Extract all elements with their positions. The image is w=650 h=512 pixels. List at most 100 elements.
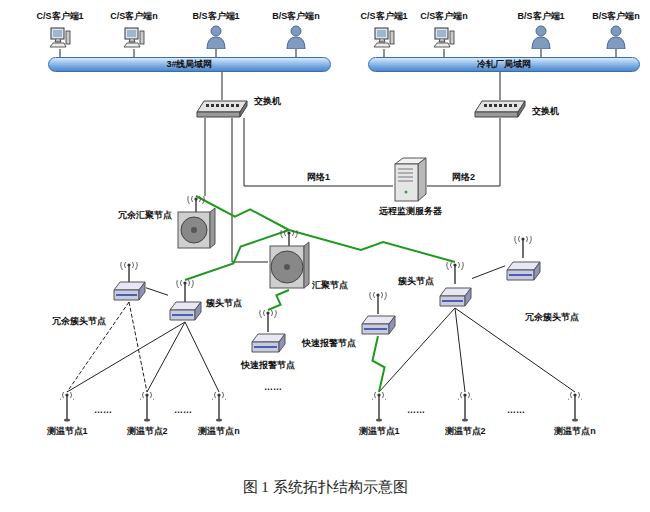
icon-art bbox=[606, 25, 626, 49]
node-label: 测温节点2 bbox=[445, 426, 486, 437]
node-label: B/S客户端1 bbox=[193, 11, 240, 22]
icon-art bbox=[433, 27, 455, 49]
node-label: 测温节点2 bbox=[127, 426, 168, 437]
ellipsis-label: …… bbox=[262, 382, 284, 393]
icon-art bbox=[49, 27, 71, 49]
icon-art bbox=[474, 100, 526, 118]
edge-label: 网络1 bbox=[305, 172, 332, 183]
network-switch: 交换机 bbox=[196, 100, 248, 118]
wired-link bbox=[244, 118, 393, 186]
cs-client-icon: C/S客户端1 bbox=[373, 27, 395, 49]
wireless-node: 快速报警节点 bbox=[250, 310, 286, 354]
network-switch: 交换机 bbox=[474, 100, 526, 118]
icon-art bbox=[176, 196, 216, 250]
wired-link bbox=[147, 322, 185, 392]
temperature-node: 测温节点1 bbox=[60, 392, 74, 422]
wired-link bbox=[60, 49, 61, 57]
node-label: 汇聚节点 bbox=[312, 280, 348, 291]
node-label: 冗余簇头节点 bbox=[525, 312, 579, 323]
edge-label: 网络2 bbox=[450, 172, 477, 183]
icon-art bbox=[505, 236, 541, 282]
icon-art bbox=[438, 262, 472, 308]
icon-art bbox=[372, 392, 386, 422]
wireless-node: 簇头节点 bbox=[168, 280, 202, 322]
node-label: 测温节点n bbox=[198, 426, 240, 437]
bs-client-icon: B/S客户端1 bbox=[531, 25, 551, 49]
wireless-node: 快速报警节点 bbox=[360, 292, 396, 336]
wireless-link bbox=[289, 230, 455, 262]
icon-art bbox=[286, 25, 306, 49]
node-label: B/S客户端n bbox=[272, 11, 320, 22]
wired-link bbox=[455, 308, 465, 392]
node-label: 交换机 bbox=[254, 96, 281, 107]
temperature-node: 测温节点1 bbox=[372, 392, 386, 422]
cs-client-icon: C/S客户端1 bbox=[49, 27, 71, 49]
node-label: 冷轧厂局域网 bbox=[369, 58, 639, 71]
temperature-node: 测温节点n bbox=[212, 392, 226, 422]
bs-client-icon: B/S客户端n bbox=[606, 25, 626, 49]
icon-art bbox=[60, 392, 74, 422]
node-label: C/S客户端1 bbox=[37, 11, 84, 22]
bs-client-icon: B/S客户端1 bbox=[206, 25, 226, 49]
icon-art bbox=[360, 292, 396, 336]
wired-link bbox=[384, 49, 385, 57]
ellipsis-label: …… bbox=[172, 405, 194, 416]
icon-art bbox=[531, 25, 551, 49]
wired-link bbox=[232, 118, 268, 262]
wired-link bbox=[472, 266, 505, 279]
icon-art bbox=[568, 392, 582, 422]
server-icon: 远程监测服务器 bbox=[393, 156, 427, 202]
icon-art bbox=[212, 392, 226, 422]
icon-art bbox=[168, 280, 202, 322]
ellipsis-label: …… bbox=[505, 405, 527, 416]
icon-art bbox=[373, 27, 395, 49]
lan-band: 3#线局域网 bbox=[48, 57, 331, 72]
wired-link bbox=[427, 118, 500, 186]
ellipsis-label: …… bbox=[405, 405, 427, 416]
wireless-node: 冗余簇头节点 bbox=[505, 236, 541, 282]
node-label: B/S客户端n bbox=[592, 11, 640, 22]
node-label: 测温节点1 bbox=[359, 426, 400, 437]
figure-caption: 图 1 系统拓扑结构示意图 bbox=[0, 478, 650, 497]
icon-art bbox=[268, 230, 310, 290]
node-label: 簇头节点 bbox=[398, 276, 434, 287]
wired-link bbox=[205, 118, 206, 196]
wired-link bbox=[185, 322, 219, 392]
lan-band: 冷轧厂局域网 bbox=[368, 57, 640, 72]
node-label: 测温节点n bbox=[554, 426, 596, 437]
sink-node: 冗余汇聚节点 bbox=[176, 196, 216, 250]
node-label: 快速报警节点 bbox=[302, 338, 356, 349]
wireless-node: 簇头节点 bbox=[438, 262, 472, 308]
icon-art bbox=[250, 310, 286, 354]
wired-link bbox=[134, 49, 135, 57]
node-label: B/S客户端1 bbox=[518, 11, 565, 22]
wired-link bbox=[616, 49, 617, 57]
wired-link bbox=[444, 49, 445, 57]
wired-link bbox=[296, 49, 297, 57]
icon-art bbox=[123, 27, 145, 49]
wired-link bbox=[216, 49, 217, 57]
icon-art bbox=[393, 156, 427, 202]
node-label: 冗余汇聚节点 bbox=[118, 210, 172, 221]
wired-link bbox=[500, 72, 501, 100]
icon-art bbox=[112, 262, 146, 302]
icon-art bbox=[140, 392, 154, 422]
icon-art bbox=[206, 25, 226, 49]
bs-client-icon: B/S客户端n bbox=[286, 25, 306, 49]
node-label: C/S客户端n bbox=[110, 11, 158, 22]
wireless-link bbox=[372, 336, 384, 392]
cs-client-icon: C/S客户端n bbox=[123, 27, 145, 49]
node-label: C/S客户端1 bbox=[361, 11, 408, 22]
icon-art bbox=[196, 100, 248, 118]
cs-client-icon: C/S客户端n bbox=[433, 27, 455, 49]
wired-link bbox=[129, 302, 147, 392]
node-label: 测温节点1 bbox=[47, 426, 88, 437]
temperature-node: 测温节点n bbox=[568, 392, 582, 422]
wired-link bbox=[67, 302, 129, 392]
wired-link bbox=[222, 72, 223, 100]
ellipsis-label: …… bbox=[92, 405, 114, 416]
